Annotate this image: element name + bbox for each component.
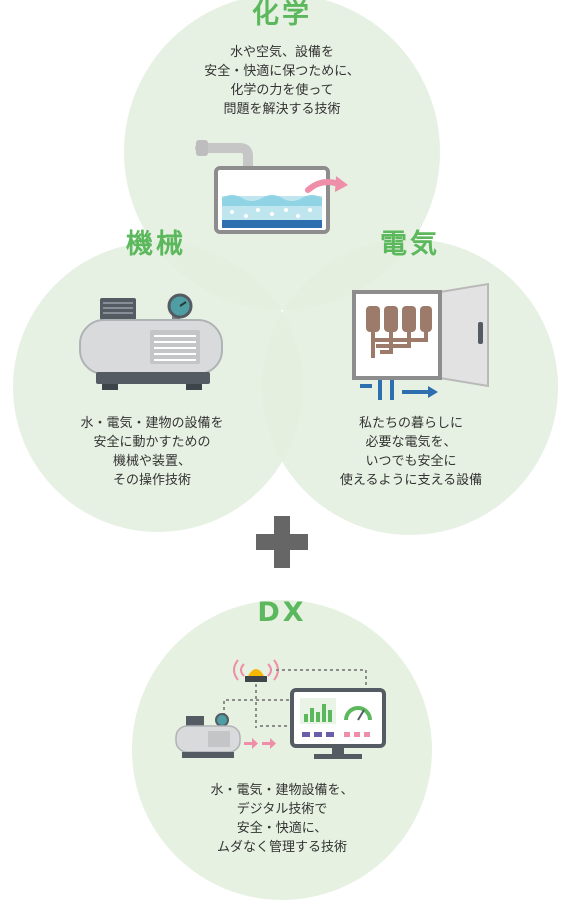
monitoring-system-icon xyxy=(175,659,386,759)
dx-line-1: 水・電気・建物設備を、 xyxy=(210,783,354,798)
dx-title: DX xyxy=(257,597,307,628)
chemistry-line-1: 水や空気、設備を xyxy=(229,45,334,60)
mechanical-circle xyxy=(13,242,303,532)
chemistry-line-3: 化学の力を使って xyxy=(230,83,334,98)
water-tank-icon xyxy=(195,140,348,234)
plus-icon xyxy=(256,516,308,568)
chemistry-title: 化学 xyxy=(252,0,312,30)
mechanical-line-4: その操作技術 xyxy=(112,473,191,488)
switchboard-icon xyxy=(352,282,489,400)
chemistry-line-4: 問題を解決する技術 xyxy=(223,102,341,117)
mechanical-line-2: 安全に動かすための xyxy=(93,435,211,450)
electrical-line-1: 私たちの暮らしに xyxy=(358,416,463,431)
dx-circle xyxy=(132,600,432,900)
dx-description: 水・電気・建物設備を、 デジタル技術で 安全・快適に、 ムダなく管理する技術 xyxy=(162,781,402,857)
electrical-line-4: 使えるように支える設備 xyxy=(339,473,483,488)
electrical-title: 電気 xyxy=(380,229,440,260)
electrical-line-2: 必要な電気を、 xyxy=(365,435,457,450)
mechanical-description: 水・電気・建物の設備を 安全に動かすための 機械や装置、 その操作技術 xyxy=(32,414,272,490)
dx-line-2: デジタル技術で xyxy=(236,802,328,817)
chemistry-description: 水や空気、設備を 安全・快適に保つために、 化学の力を使って 問題を解決する技術 xyxy=(162,43,402,119)
dx-line-4: ムダなく管理する技術 xyxy=(216,840,347,855)
compressor-icon xyxy=(79,293,223,390)
mechanical-title: 機械 xyxy=(126,229,186,260)
chemistry-line-2: 安全・快適に保つために、 xyxy=(204,64,360,79)
mechanical-line-1: 水・電気・建物の設備を xyxy=(80,416,224,431)
chemistry-circle xyxy=(124,0,440,310)
dx-line-3: 安全・快適に、 xyxy=(236,821,328,836)
electrical-circle xyxy=(262,239,558,535)
mechanical-line-3: 機械や装置、 xyxy=(112,454,191,469)
electrical-description: 私たちの暮らしに 必要な電気を、 いつでも安全に 使えるように支える設備 xyxy=(291,414,531,490)
electrical-line-3: いつでも安全に xyxy=(365,454,457,469)
